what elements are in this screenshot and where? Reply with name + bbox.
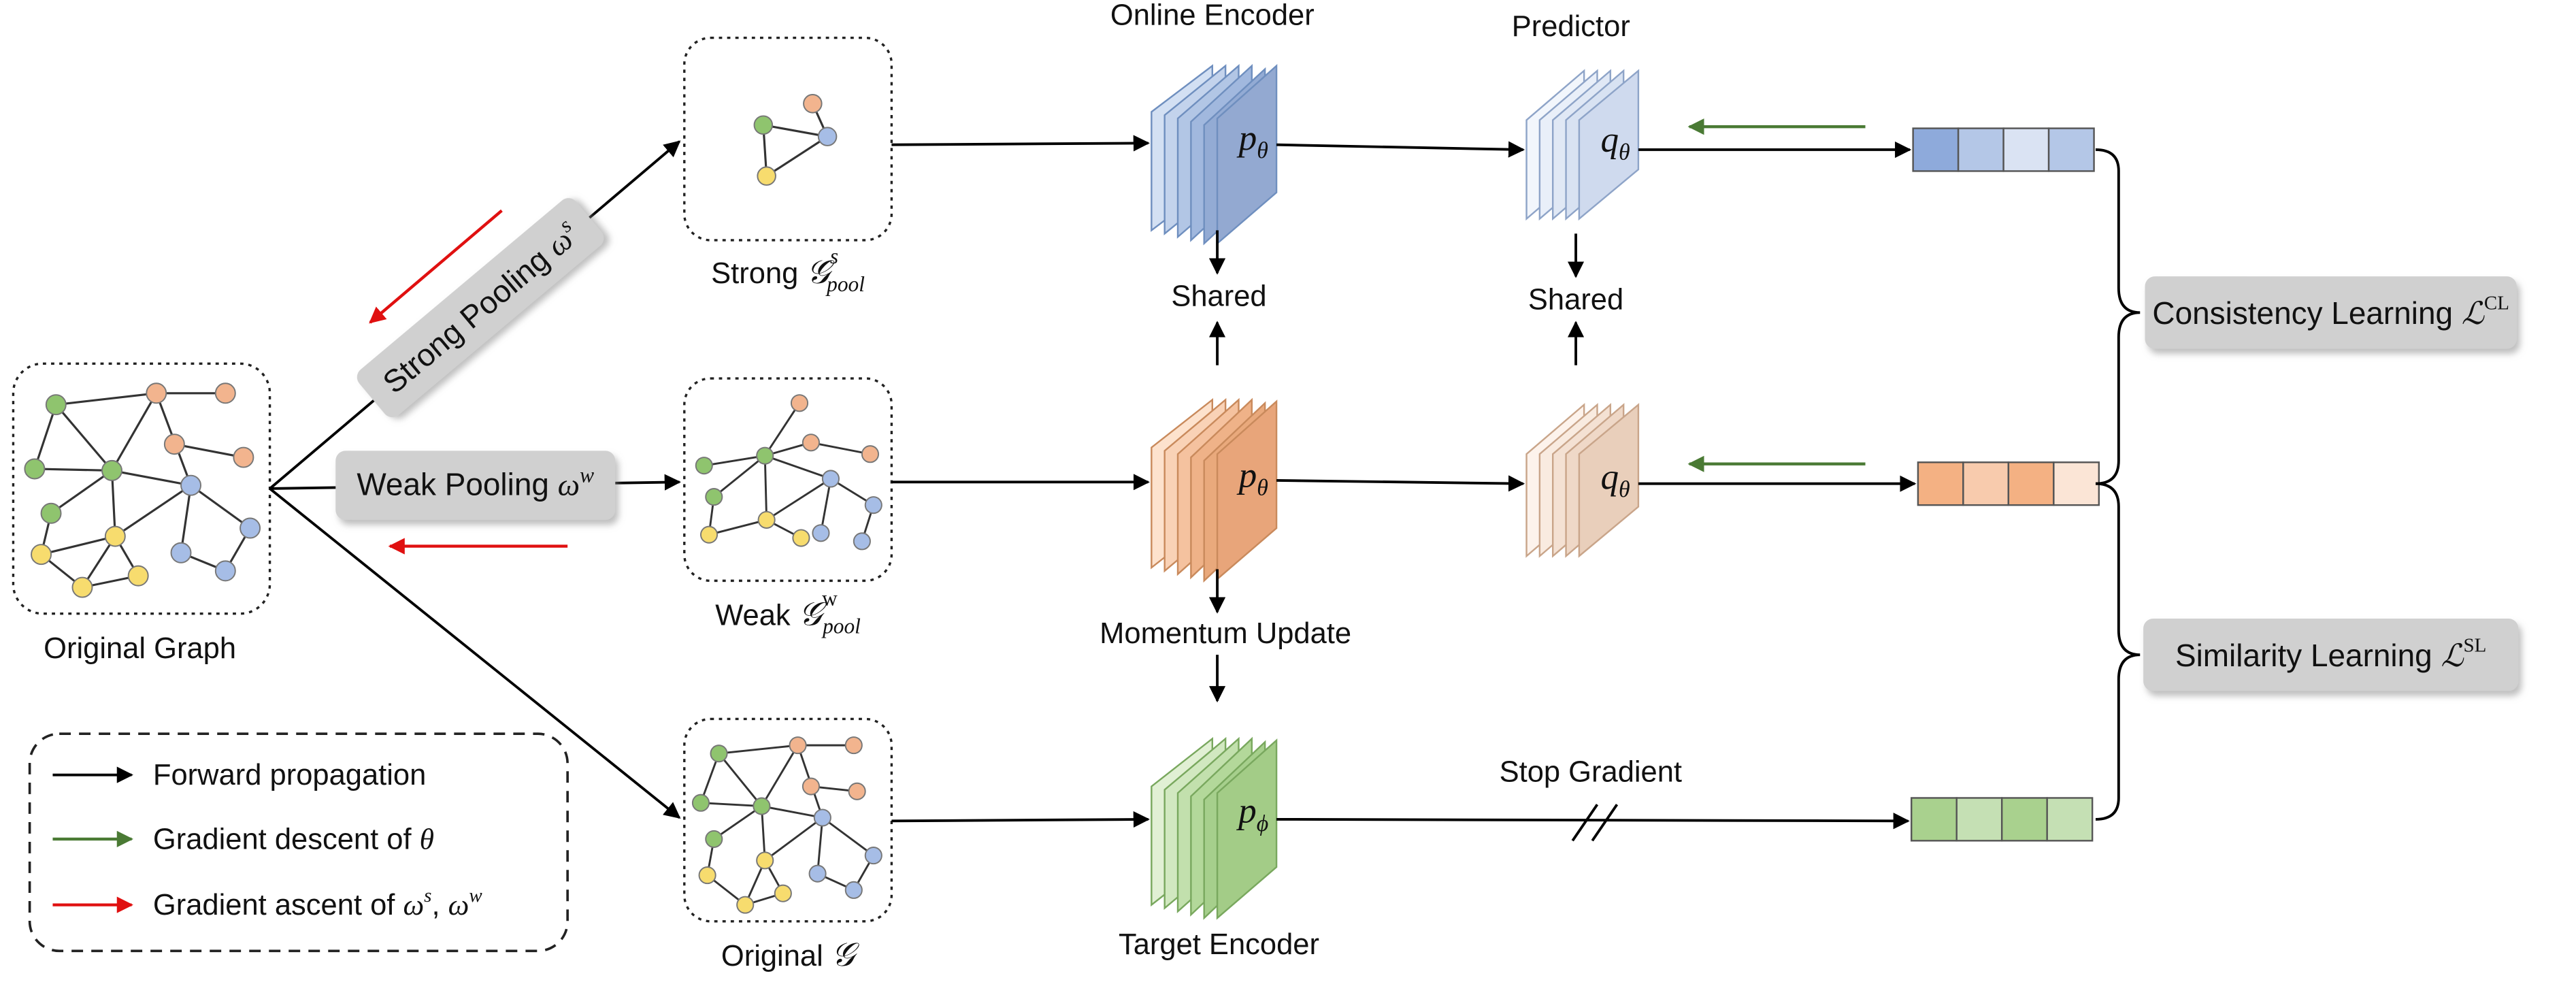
weak-pooling-label: Weak Pooling ωw [357,463,594,502]
shared-label-encoder: Shared [1171,280,1266,313]
stop-gradient-label: Stop Gradient [1500,755,1682,788]
embedding-cell [2047,127,2095,172]
legend: Forward propagation Gradient descent of … [28,732,569,953]
embedding-cell [1955,797,2003,842]
weak-pooling-box: Weak Pooling ωw [335,451,616,520]
similarity-loss-box: Similarity Learning ℒSL [2143,618,2519,691]
embedding-target [1911,797,2094,842]
momentum-encoder: pθ [1151,397,1278,583]
original-view-label: Original 𝒢 [721,937,860,973]
original-graph-panel: Original Graph [12,362,271,665]
predictor-momentum: qθ [1525,403,1640,558]
shared-label-predictor: Shared [1528,283,1623,316]
embedding-cell [2053,461,2100,506]
legend-forward-label: Forward propagation [153,759,426,791]
embedding-cell [2007,461,2055,506]
online-encoder-symbol: pθ [1236,118,1268,163]
embedding-cell [2000,797,2048,842]
embedding-cell [1917,461,1964,506]
to-embedding-arrows [1276,141,1917,842]
consistency-loss-label: Consistency Learning ℒCL [2152,292,2509,331]
strong-ascent-arrow [369,209,503,324]
strong-pooling-label: Strong Pooling ωs [374,213,586,399]
embedding-cell [1962,461,2010,506]
legend-ascent-label: Gradient ascent of ωs, ωw [153,885,482,921]
momentum-update-label: Momentum Update [1100,617,1351,650]
target-encoder: pϕ Target Encoder [1119,736,1319,961]
embedding-momentum [1917,461,2100,506]
embedding-online [1912,127,2095,172]
encoder-to-predictor-arrows [1276,141,1525,492]
embedding-cell [2046,797,2094,842]
original-view-panel: Original 𝒢 [683,717,893,973]
predictor-online-symbol: qθ [1600,119,1630,165]
legend-descent-label: Gradient descent of θ [153,823,434,855]
loss-braces [2095,148,2141,821]
embedding-cell [1957,127,2004,172]
online-encoder-title: Online Encoder [1110,0,1315,31]
similarity-loss-label: Similarity Learning ℒSL [2175,634,2486,673]
consistency-loss-box: Consistency Learning ℒCL [2145,276,2517,349]
original-graph-label: Original Graph [44,632,236,665]
original-graph-nodes [24,382,261,598]
target-encoder-title: Target Encoder [1119,928,1319,961]
predictor-momentum-symbol: qθ [1600,457,1630,502]
momentum-encoder-symbol: pθ [1236,455,1268,501]
predictor-online: Predictor qθ [1512,10,1640,221]
online-encoder: Online Encoder pθ [1110,0,1315,246]
embedding-cell [1912,127,1960,172]
descent-arrows [1687,118,1866,472]
target-encoder-symbol: pϕ [1236,791,1268,836]
embedding-cell [2002,127,2050,172]
predictor-title: Predictor [1512,10,1630,43]
embedding-cell [1911,797,1958,842]
view-to-encoder-arrows [891,135,1150,828]
